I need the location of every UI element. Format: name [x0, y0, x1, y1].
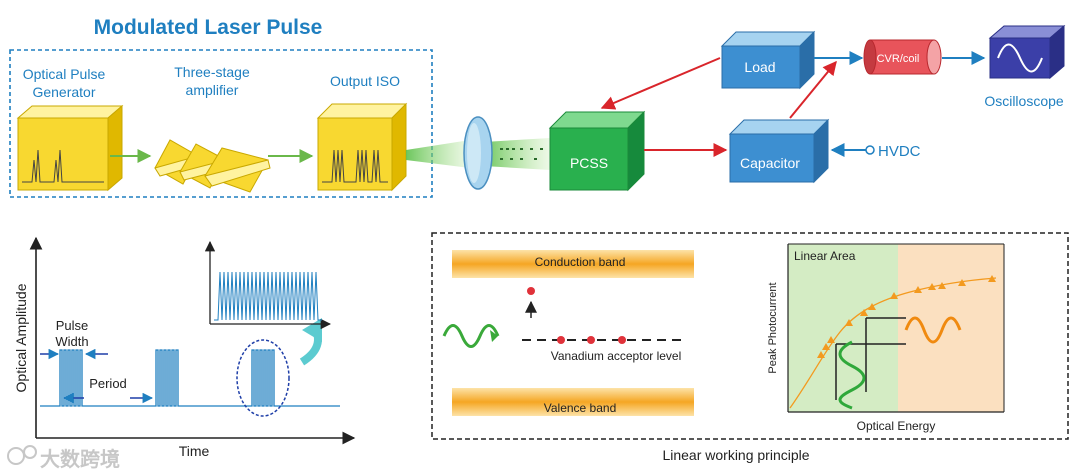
diagram-title: Modulated Laser Pulse [94, 16, 323, 39]
conduction-band-label: Conduction band [535, 255, 626, 269]
principle-box [431, 232, 1069, 440]
load-label: Load [744, 59, 775, 75]
acceptor-electron [618, 336, 626, 344]
pcss-block [548, 110, 646, 192]
zoom-ellipse [236, 339, 290, 417]
arrow-capacitor-to-cvr [789, 60, 837, 119]
pulse-train-signal [40, 349, 340, 407]
output-current-wave [904, 316, 962, 344]
capacitor-label: Capacitor [740, 155, 800, 171]
laser-beam-1 [406, 140, 470, 168]
valence-band [452, 388, 694, 416]
inset-zoomed-pulse [214, 271, 322, 321]
oscilloscope-label: Oscilloscope [984, 93, 1064, 109]
pcss-label: PCSS [570, 155, 608, 171]
plot-y-label: Peak Photocurrent [767, 282, 779, 373]
iso-label: Output ISO [330, 73, 400, 89]
cvr-coil-block [863, 39, 942, 75]
oscilloscope-block [988, 24, 1066, 80]
period-label: Period [89, 376, 127, 391]
acceptor-level-label: Vanadium acceptor level [551, 349, 682, 363]
laser-system-box [9, 49, 433, 198]
waveform-panel: Optical Amplitude Time Pulse Width Perio… [13, 236, 356, 459]
excited-electron [527, 287, 535, 295]
pulse-generator-block [16, 104, 124, 192]
amplifier-label-line1: Three-stage [174, 64, 250, 80]
watermark-text: 大数跨境 [40, 447, 120, 471]
principle-caption: Linear working principle [662, 447, 809, 463]
hvdc-terminal [865, 145, 875, 155]
hvdc-label: HVDC [878, 143, 921, 160]
waveform-y-label: Optical Amplitude [13, 283, 29, 392]
acceptor-electron [587, 336, 595, 344]
laser-beam-2 [484, 138, 550, 170]
load-block [720, 30, 816, 90]
conduction-band [452, 250, 694, 278]
amplifier-label-line2: amplifier [186, 82, 239, 98]
pulse-width-label-line2: Width [55, 334, 88, 349]
plot-x-label: Optical Energy [857, 419, 936, 433]
incident-photon [442, 324, 500, 348]
waveform-x-label: Time [179, 443, 210, 459]
photocurrent-plot: Linear Area Peak Photocurrent Optical En… [767, 243, 1005, 433]
generator-label-line2: Generator [32, 84, 95, 100]
capacitor-block [728, 118, 830, 184]
generator-label-line1: Optical Pulse [23, 66, 106, 82]
watermark-logo: 大数跨境 [7, 445, 120, 471]
cvr-label: CVR/coil [877, 53, 920, 65]
three-stage-amplifier [154, 139, 271, 193]
curve-markers [817, 275, 996, 358]
pulse-width-label-line1: Pulse [56, 318, 89, 333]
linear-area-label: Linear Area [794, 249, 856, 263]
input-optical-wave [838, 340, 866, 410]
beam-particles [500, 148, 543, 160]
output-iso-block [316, 102, 408, 192]
arrow-load-to-pcss [600, 57, 721, 110]
saturation-region [898, 244, 1004, 412]
acceptor-electron [557, 336, 565, 344]
valence-band-label: Valence band [544, 401, 617, 415]
